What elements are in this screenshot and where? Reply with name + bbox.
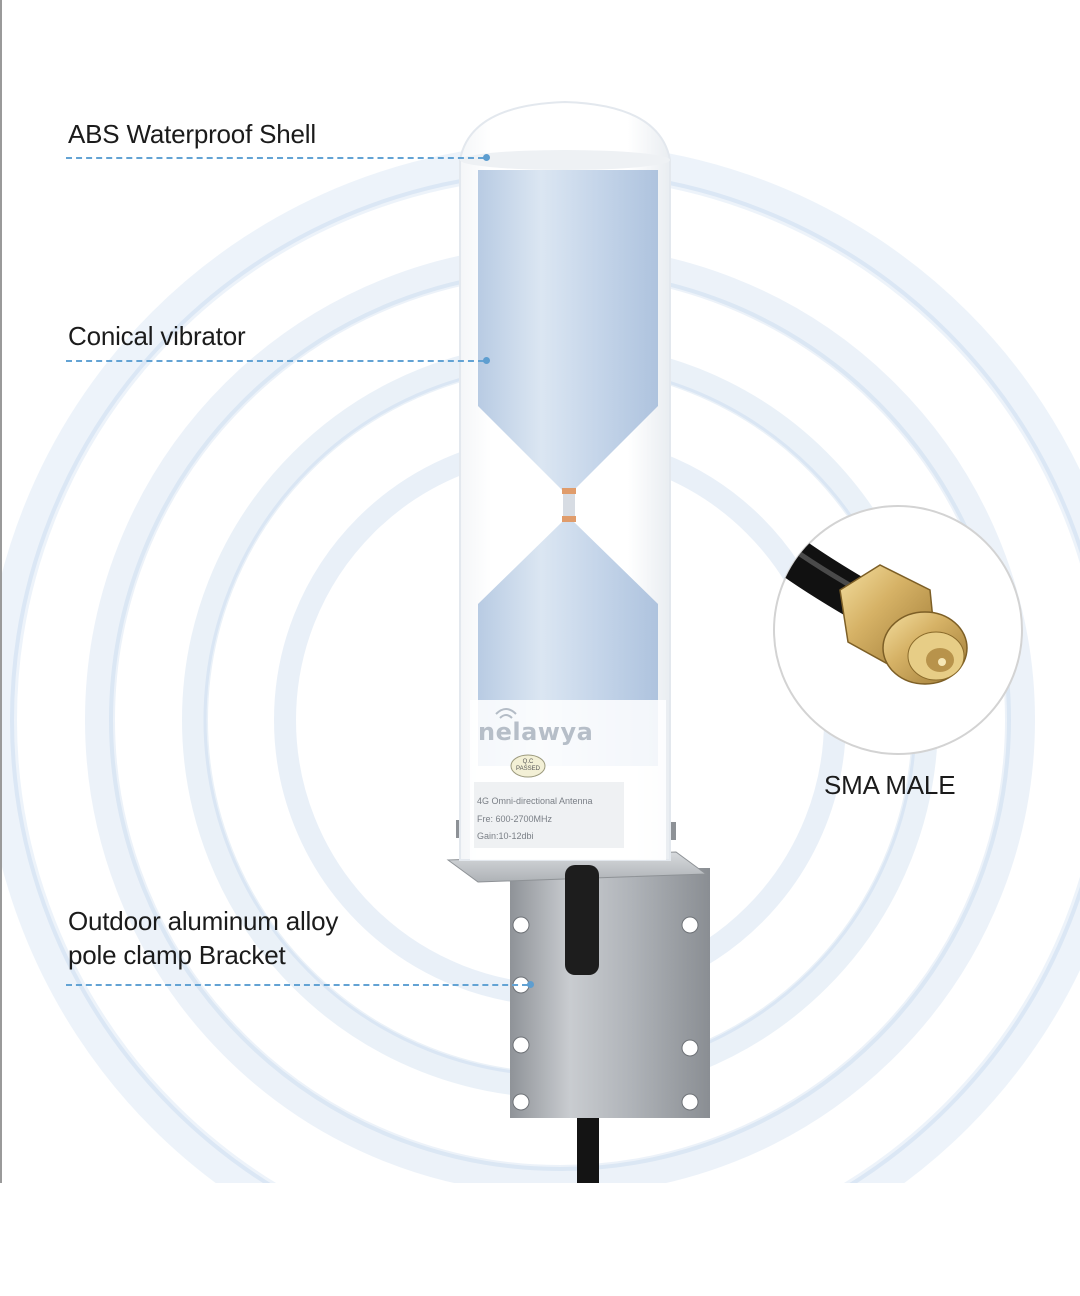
bracket-plate bbox=[510, 868, 710, 1118]
spec-line-2: Fre: 600-2700MHz bbox=[477, 814, 553, 824]
bottom-whitespace bbox=[0, 1183, 1080, 1296]
callout-bracket-label: Outdoor aluminum alloy pole clamp Bracke… bbox=[68, 906, 339, 970]
callout-shell-dot bbox=[483, 154, 490, 161]
callout-shell-line bbox=[66, 157, 484, 159]
callout-vibrator-line bbox=[66, 360, 484, 362]
callout-vibrator-label: Conical vibrator bbox=[68, 321, 246, 351]
callout-bracket-dot bbox=[527, 981, 534, 988]
spec-line-3: Gain:10-12dbi bbox=[477, 831, 534, 841]
sma-male-label: SMA MALE bbox=[824, 770, 956, 800]
callout-bracket-line bbox=[66, 984, 528, 986]
qc-badge: Q.C PASSED bbox=[516, 759, 540, 772]
spec-line-1: 4G Omni-directional Antenna bbox=[477, 796, 593, 806]
left-border bbox=[0, 0, 2, 1296]
brand-logo: nelawya bbox=[478, 718, 594, 746]
callout-vibrator-dot bbox=[483, 357, 490, 364]
callout-shell-label: ABS Waterproof Shell bbox=[68, 119, 316, 149]
